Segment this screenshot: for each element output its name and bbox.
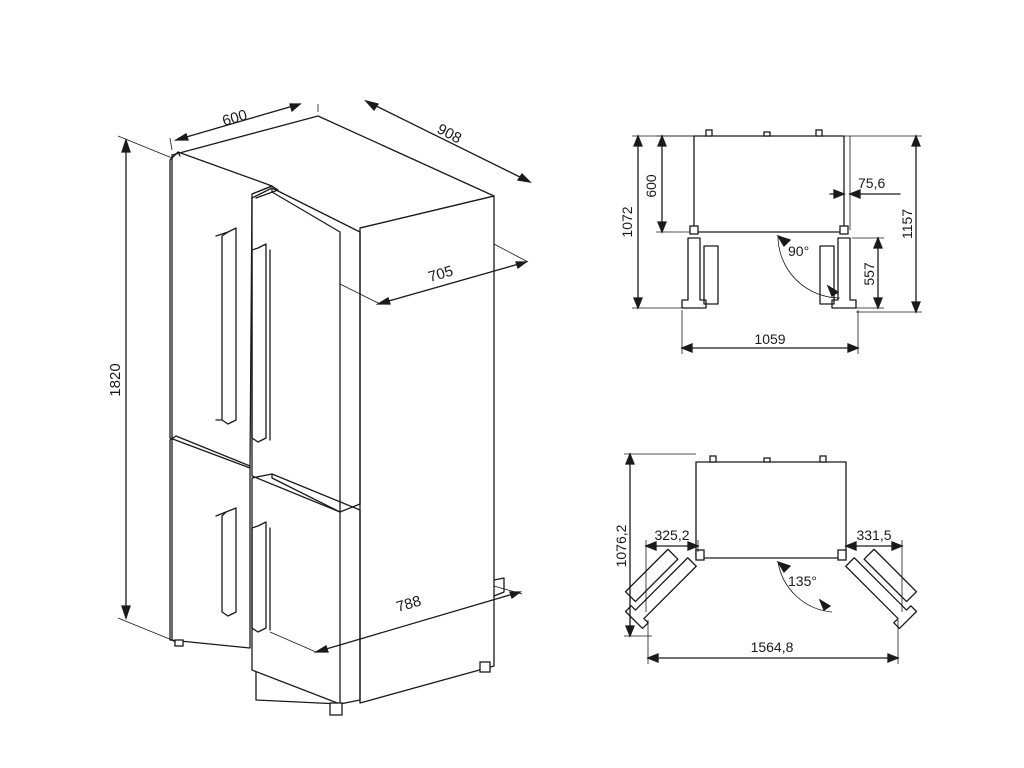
door-lower-left [169, 435, 251, 649]
dim-788-label: 788 [394, 593, 423, 616]
angle-90-label: 90° [788, 243, 809, 259]
dim-557-label: 557 [861, 262, 877, 286]
dim-705-label: 705 [426, 263, 455, 286]
handle-upper-left [215, 227, 237, 425]
left-door-open-135 [624, 557, 697, 630]
right-drawer [819, 245, 835, 305]
foot [479, 661, 491, 673]
handle-upper-right [251, 243, 271, 443]
left-drawer [703, 245, 719, 305]
handle-lower-right [251, 521, 271, 633]
door-lower-right [251, 473, 361, 705]
foot [174, 639, 184, 647]
dim-600-side-label: 600 [643, 174, 659, 198]
door-upper-right [251, 187, 361, 513]
dim-331-5-label: 331,5 [856, 527, 891, 543]
handle-lower-left [215, 507, 237, 617]
body-outline [693, 135, 845, 233]
dim-1072-label: 1072 [619, 206, 635, 237]
dim-325-2-label: 325,2 [654, 527, 689, 543]
dim-908-label: 908 [434, 121, 464, 148]
dim-1076-2-label: 1076,2 [613, 524, 629, 567]
dim-75-6-label: 75,6 [858, 175, 885, 191]
dim-1059-label: 1059 [754, 331, 785, 347]
top-view-135-degree: 135° 1076,2 325,2 331,5 1564,8 [613, 452, 918, 664]
dim-1157-label: 1157 [899, 209, 915, 239]
foot [329, 702, 343, 716]
dim-1564-8-label: 1564,8 [751, 639, 794, 655]
dim-600-label: 600 [220, 107, 249, 130]
angle-135-label: 135° [788, 573, 817, 589]
fridge-front-outline [171, 154, 181, 645]
isometric-fridge: 600 908 705 788 1820 [107, 99, 532, 716]
left-door-open [681, 237, 707, 309]
top-view-90-degree: 90° 600 1072 75,6 557 115 [619, 129, 922, 354]
right-door-open-135 [845, 557, 918, 630]
body-outline-135 [695, 461, 847, 559]
dim-1820-label: 1820 [107, 363, 124, 396]
